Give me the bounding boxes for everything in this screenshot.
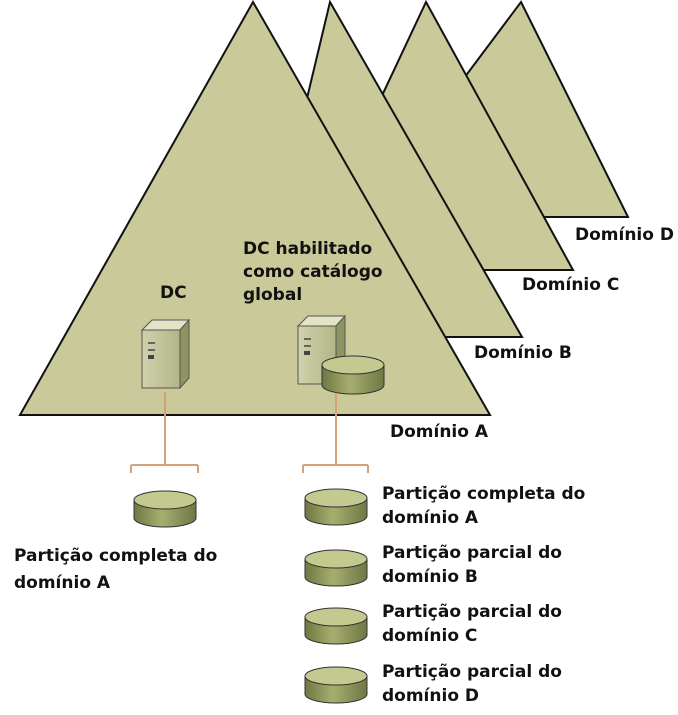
gc-partition-c-line-2: domínio C (382, 626, 478, 646)
dc-partition-label: Partição completa do domínio A (14, 543, 217, 597)
domain-b-label: Domínio B (474, 343, 572, 363)
dc-connector (130, 392, 199, 473)
domain-d-label: Domínio D (575, 225, 674, 245)
gc-partition-a-label: Partição completa do domínio A (382, 482, 585, 530)
gc-partition-a-line-2: domínio A (382, 508, 479, 528)
dc-partition-disk-icon (133, 490, 197, 528)
gc-partition-b-line-2: domínio B (382, 567, 478, 587)
gc-partition-a-line-1: Partição completa do (382, 484, 586, 504)
gc-partition-b-line-1: Partição parcial do (382, 543, 562, 563)
gc-label-line-1: DC habilitado (243, 239, 373, 259)
global-catalog-disk-icon (321, 355, 385, 395)
dc-server-icon (140, 318, 191, 390)
gc-label: DC habilitado como catálogo global (243, 238, 383, 307)
dc-partition-line-1: Partição completa do (14, 546, 218, 566)
domain-a-triangle (18, 0, 492, 416)
gc-connector (302, 394, 369, 473)
dc-partition-line-2: domínio A (14, 573, 111, 593)
domain-c-label: Domínio C (522, 275, 620, 295)
gc-partition-d-line-1: Partição parcial do (382, 662, 562, 682)
gc-partition-d-line-2: domínio D (382, 686, 480, 706)
gc-partition-disk-a-icon (304, 488, 368, 526)
gc-partition-c-line-1: Partição parcial do (382, 602, 562, 622)
gc-label-line-3: global (243, 285, 303, 305)
gc-label-line-2: como catálogo (243, 262, 383, 282)
gc-partition-c-label: Partição parcial do domínio C (382, 600, 562, 648)
gc-partition-disk-d-icon (304, 666, 368, 704)
domain-a-label: Domínio A (390, 422, 489, 442)
gc-partition-d-label: Partição parcial do domínio D (382, 660, 562, 708)
dc-label: DC (160, 283, 187, 303)
gc-partition-disk-c-icon (304, 607, 368, 645)
gc-partition-disk-b-icon (304, 549, 368, 587)
gc-partition-b-label: Partição parcial do domínio B (382, 541, 562, 589)
